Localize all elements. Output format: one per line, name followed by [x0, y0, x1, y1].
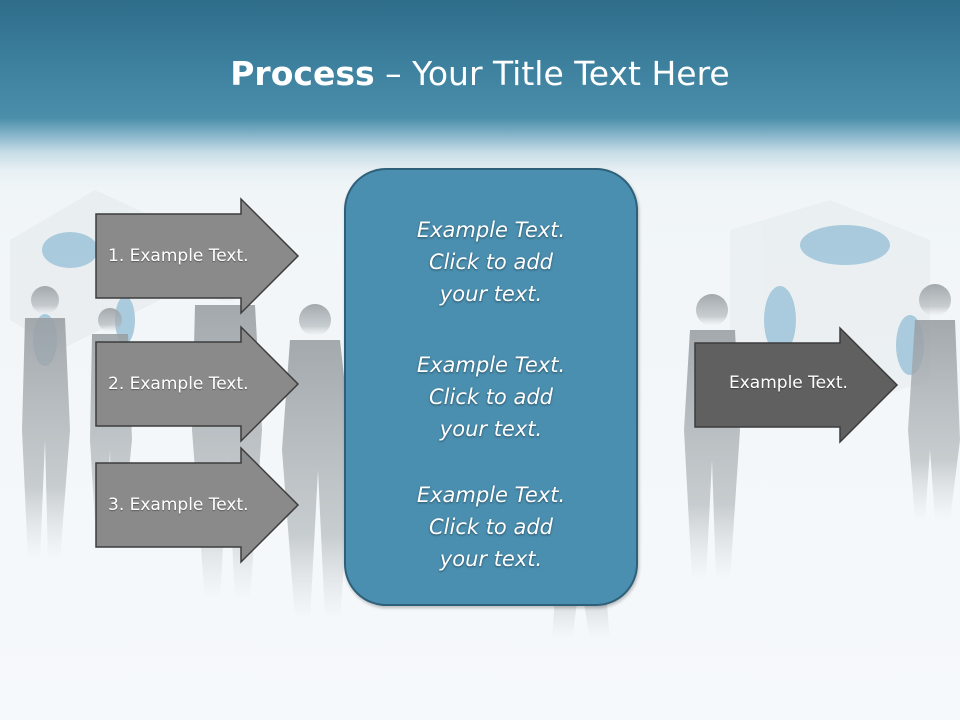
arrow-shape-icon: [95, 197, 300, 315]
center-text-block-2[interactable]: Example Text. Click to add your text.: [416, 353, 566, 441]
center-text-block-3[interactable]: Example Text. Click to add your text.: [416, 483, 566, 571]
title-rest-text: – Your Title Text Here: [374, 54, 730, 93]
left-arrow-2[interactable]: 2. Example Text.: [95, 325, 300, 443]
title-banner: [0, 0, 960, 190]
left-arrow-3[interactable]: 3. Example Text.: [95, 446, 300, 564]
arrow-shape-icon: [95, 325, 300, 443]
left-arrow-3-label: 3. Example Text.: [108, 495, 249, 515]
arrow-shape-icon: [95, 446, 300, 564]
left-arrow-2-label: 2. Example Text.: [108, 374, 249, 394]
left-arrow-1-label: 1. Example Text.: [108, 246, 249, 266]
arrow-shape-icon: [694, 326, 899, 444]
center-text-box[interactable]: Example Text. Click to add your text. Ex…: [344, 168, 638, 606]
slide-title[interactable]: Process – Your Title Text Here: [0, 50, 960, 98]
left-arrow-1[interactable]: 1. Example Text.: [95, 197, 300, 315]
right-arrow-label: Example Text.: [729, 373, 848, 393]
center-text-block-1[interactable]: Example Text. Click to add your text.: [416, 218, 566, 306]
title-bold-text: Process: [230, 54, 375, 93]
right-arrow[interactable]: Example Text.: [694, 326, 899, 444]
